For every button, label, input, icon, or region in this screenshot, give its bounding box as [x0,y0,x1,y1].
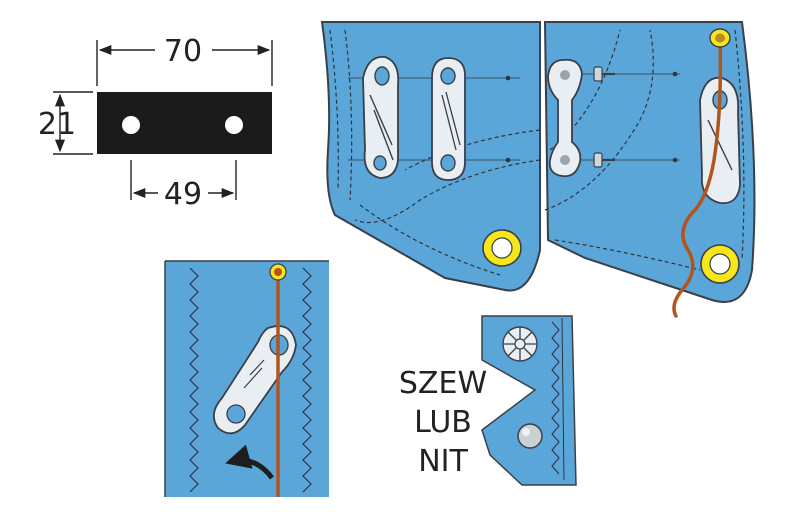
mounting-hole-right [225,116,243,134]
grommet-icon [709,28,731,48]
grommet-icon [269,263,287,281]
screw-icon [593,66,615,82]
backing-plate-icon [547,58,583,178]
length-dimension-label: 70 [164,34,202,69]
sail-edge-panel [481,315,577,486]
callout-or: LUB [414,405,472,440]
sail-mounting-illustration [320,21,756,318]
mounting-hole-left [122,116,140,134]
sew-or-rivet-illustration: SZEW LUB NIT [399,315,577,486]
zigzag-stitch-right [302,267,312,493]
cam-cleat-icon [431,57,466,181]
dimension-drawing: 70 21 49 [38,34,273,212]
grommet-icon [482,229,522,267]
screw-icon [593,152,615,168]
closeup-illustration [164,260,329,497]
curved-arrow-icon [225,444,275,480]
hole-spacing-dimension-label: 49 [164,177,202,212]
zigzag-stitch-left [189,267,199,493]
cord-icon [672,36,723,318]
grommet-icon [700,244,740,284]
callout-rivet: NIT [418,444,468,479]
callout-sew: SZEW [399,366,487,401]
height-dimension-label: 21 [38,107,76,142]
stitch-star-icon [502,326,538,362]
rivet-icon [517,423,543,449]
cam-cleat-icon [362,55,400,179]
